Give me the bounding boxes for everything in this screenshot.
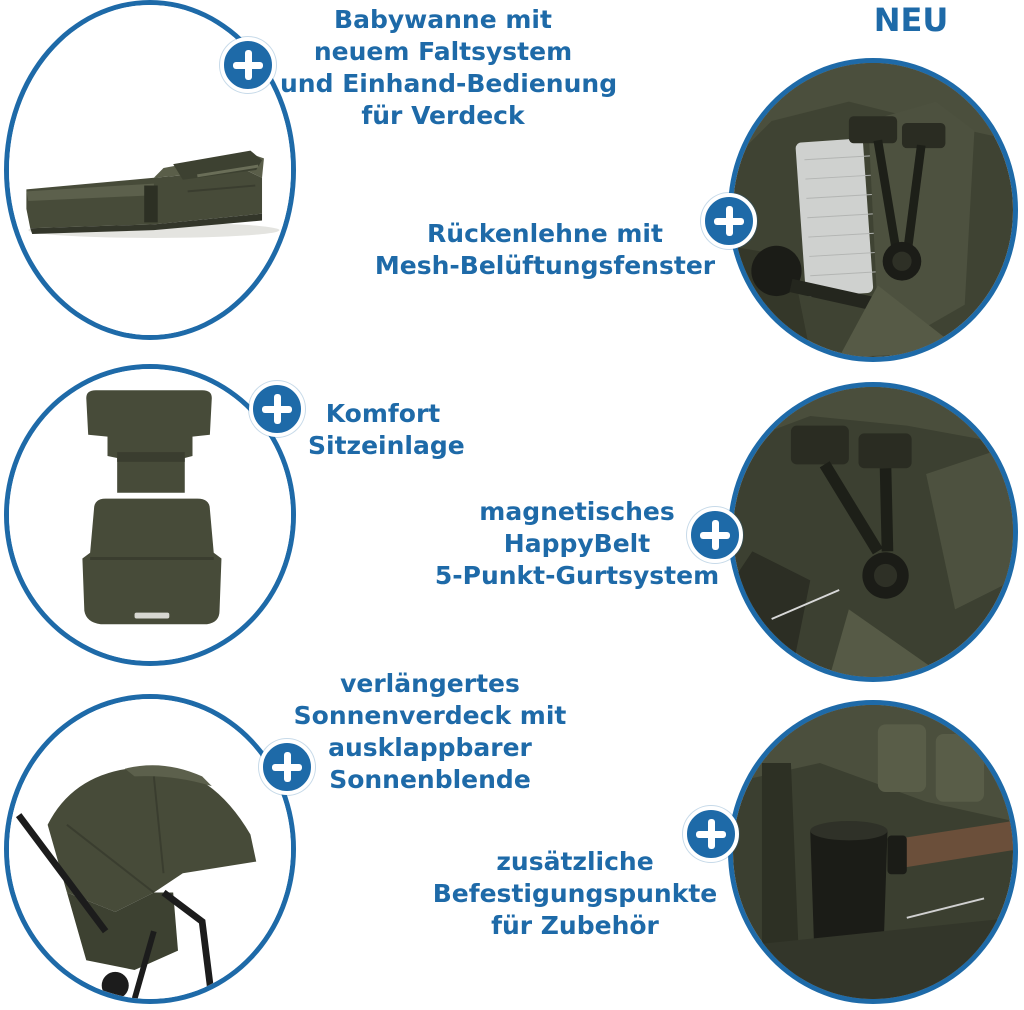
feature-line: Babywanne mit	[334, 5, 552, 34]
plus-icon	[220, 37, 276, 93]
harness-illustration	[733, 387, 1013, 677]
backrest-image-circle	[728, 58, 1018, 362]
feature-line: zusätzliche	[496, 847, 654, 876]
accessory-feature-label: zusätzliche Befestigungspunkte für Zubeh…	[430, 846, 720, 942]
feature-line: und Einhand-Bedienung	[280, 69, 618, 98]
plus-icon	[701, 193, 757, 249]
accessory-image-circle	[728, 700, 1018, 1004]
seat-insert-illustration	[9, 369, 291, 661]
cup-holder-illustration	[733, 705, 1013, 999]
feature-line: Mesh-Belüftungsfenster	[374, 251, 716, 280]
seat-insert-feature-label: Komfort Sitzeinlage	[308, 398, 508, 462]
feature-line: neuem Faltsystem	[313, 37, 573, 66]
harness-feature-label: magnetisches HappyBelt 5-Punkt-Gurtsyste…	[432, 496, 722, 592]
backrest-mesh-illustration	[733, 63, 1013, 357]
backrest-feature-label: Rückenlehne mit Mesh-Belüftungsfenster	[370, 218, 720, 282]
new-badge: NEU	[873, 1, 949, 39]
canopy-image-circle	[4, 694, 296, 1004]
canopy-feature-label: verlängertes Sonnenverdeck mit ausklappb…	[280, 668, 580, 796]
feature-line: Komfort	[325, 399, 441, 428]
feature-line: magnetisches	[479, 497, 675, 526]
feature-line: 5-Punkt-Gurtsystem	[434, 561, 720, 590]
feature-line: HappyBelt	[503, 529, 651, 558]
plus-icon	[259, 739, 315, 795]
plus-icon	[683, 806, 739, 862]
carrycot-feature-label: Babywanne mit neuem Faltsystem und Einha…	[280, 4, 618, 132]
feature-line: Sitzeinlage	[308, 431, 465, 460]
canopy-illustration	[9, 699, 291, 999]
feature-line: ausklappbarer	[328, 733, 532, 762]
feature-line: für Zubehör	[491, 911, 659, 940]
feature-line: verlängertes	[340, 669, 520, 698]
feature-line: für Verdeck	[361, 101, 525, 130]
plus-icon	[249, 381, 305, 437]
harness-image-circle	[728, 382, 1018, 682]
feature-line: Sonnenverdeck mit	[293, 701, 567, 730]
feature-line: Befestigungspunkte	[432, 879, 718, 908]
feature-line: Sonnenblende	[329, 765, 531, 794]
feature-line: Rückenlehne mit	[427, 219, 663, 248]
seat-insert-image-circle	[4, 364, 296, 666]
plus-icon	[687, 507, 743, 563]
